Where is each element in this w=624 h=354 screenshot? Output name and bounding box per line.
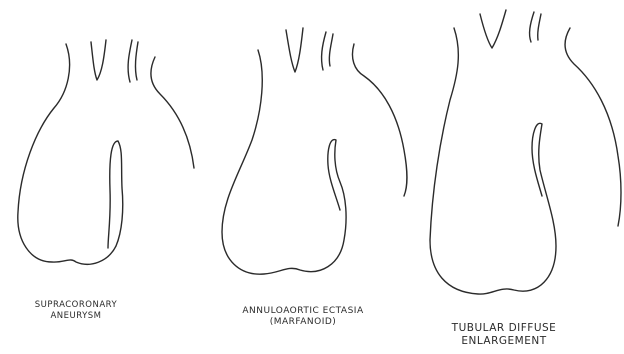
branch-vessel <box>135 42 138 80</box>
caption-line: (MARFANOID) <box>216 317 390 328</box>
aorta-outline-left <box>430 28 556 294</box>
caption-annuloaortic: ANNULOAORTIC ECTASIA (MARFANOID) <box>216 306 390 329</box>
caption-line: ENLARGEMENT <box>420 335 588 348</box>
aorta-figure-tubular <box>430 10 621 294</box>
aorta-outline-right <box>565 28 621 226</box>
branch-vessel <box>286 28 303 72</box>
aorta-outline-right <box>352 44 407 196</box>
branch-vessel <box>530 12 534 42</box>
aorta-outline-right <box>151 57 194 168</box>
caption-line: ANEURYSM <box>8 311 144 322</box>
aorta-figure-annuloaortic <box>222 28 407 274</box>
branch-vessel <box>91 40 106 80</box>
branch-vessel <box>128 40 132 82</box>
aorta-figure-supracoronary <box>18 40 194 264</box>
branch-vessel <box>538 14 541 40</box>
aorta-outline-left <box>18 44 123 264</box>
caption-line: ANNULOAORTIC ECTASIA <box>216 306 390 317</box>
caption-line: SUPRACORONARY <box>8 300 144 311</box>
caption-tubular: TUBULAR DIFFUSE ENLARGEMENT <box>420 322 588 348</box>
aorta-outline-left <box>222 50 346 274</box>
branch-vessel <box>322 32 326 70</box>
caption-supracoronary: SUPRACORONARY ANEURYSM <box>8 300 144 321</box>
branch-vessel <box>480 10 506 48</box>
branch-vessel <box>329 34 333 66</box>
caption-line: TUBULAR DIFFUSE <box>420 322 588 335</box>
